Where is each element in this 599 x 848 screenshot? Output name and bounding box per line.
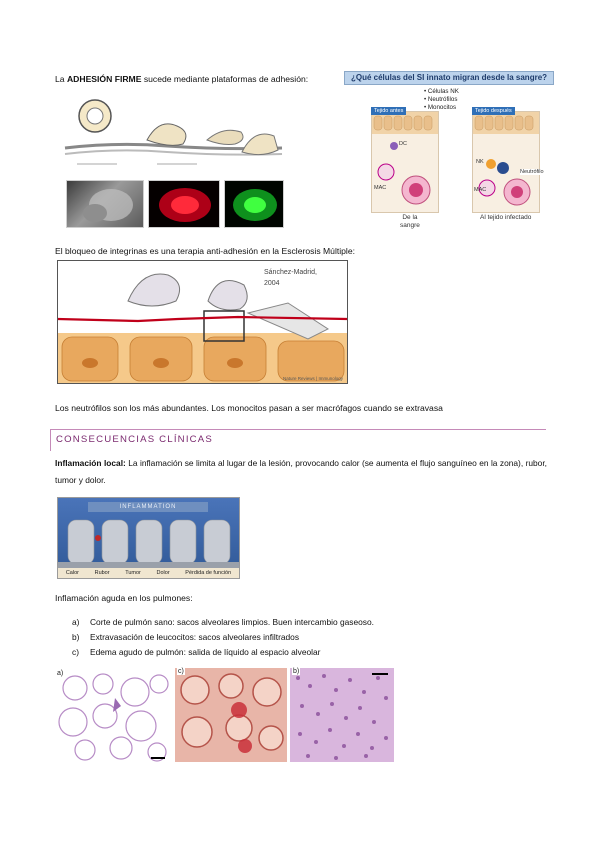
innate-header: ¿Qué células del SI innato migran desde …: [344, 71, 554, 85]
lung-panel-healthy: a): [55, 668, 173, 762]
acute-lung-title: Inflamación aguda en los pulmones:: [55, 593, 193, 603]
label-mac: MAC: [374, 185, 387, 191]
inflammation-statue-image: INFLAMMATION Calor Rubor Tumor Dolor Pér…: [57, 497, 240, 579]
integrin-journal: Nature Reviews | Immunology: [283, 376, 343, 381]
adhesion-text: La ADHESIÓN FIRME sucede mediante plataf…: [55, 74, 309, 84]
label-dc: DC: [399, 141, 407, 147]
statue-label-perdida: Pérdida de función: [185, 570, 232, 576]
local-inflammation-label: Inflamación local:: [55, 458, 126, 468]
label-neutrofilo: Neutrófilo: [520, 169, 544, 175]
statue-label-dolor: Dolor: [156, 570, 170, 576]
green-fluorescence-micrograph: [224, 180, 284, 228]
acute-lung-list: a)Corte de pulmón sano: sacos alveolares…: [72, 616, 374, 658]
statue-label-tumor: Tumor: [125, 570, 141, 576]
caption-to-tissue: Al tejido infectado: [480, 214, 532, 221]
tissue-before-panel: [371, 111, 439, 213]
neutrophils-text: Los neutrófilos son los más abundantes. …: [55, 403, 443, 413]
tag-after: Tejido después: [472, 107, 515, 115]
integrin-diagram: Sánchez-Madrid,2004 Nature Reviews | Imm…: [57, 260, 348, 384]
lung-panel-label-b: b): [292, 668, 301, 675]
red-fluorescence-micrograph: [148, 180, 220, 228]
list-item: c)Edema agudo de pulmón: salida de líqui…: [72, 647, 321, 657]
lung-panel-infiltrated: b): [290, 668, 394, 762]
lung-panel-edema: c): [175, 668, 287, 762]
tissue-after-panel: [472, 111, 540, 213]
statue-labels: Calor Rubor Tumor Dolor Pérdida de funci…: [58, 568, 239, 578]
adhesion-diagram: [64, 99, 283, 165]
section-title: CONSECUENCIAS CLÍNICAS: [56, 434, 214, 445]
statue-banner: INFLAMMATION: [88, 502, 208, 512]
lung-panel-label-c: c): [177, 668, 185, 675]
bullet-monocytes: • Monocitos: [424, 104, 457, 111]
tag-before: Tejido antes: [371, 107, 407, 115]
lung-panel-label-a: a): [57, 670, 64, 677]
sem-micrograph: [66, 180, 144, 228]
statue-label-rubor: Rubor: [94, 570, 110, 576]
list-item: b)Extravasación de leucocitos: sacos alv…: [72, 632, 300, 642]
label-mac2: MAC: [474, 187, 487, 193]
statue-label-calor: Calor: [65, 570, 79, 576]
innate-cells-figure: ¿Qué células del SI innato migran desde …: [344, 71, 554, 236]
section-header-box: CONSECUENCIAS CLÍNICAS: [50, 429, 546, 451]
innate-bullets: • Células NK • Neutrófilos • Monocitos: [424, 88, 459, 112]
integrin-text: El bloqueo de integrinas es una terapia …: [55, 246, 356, 256]
bullet-nk: • Células NK: [424, 88, 459, 95]
list-item: a)Corte de pulmón sano: sacos alveolares…: [72, 617, 374, 627]
integrin-credit: Sánchez-Madrid,2004: [264, 269, 317, 287]
local-inflammation-paragraph: Inflamación local: La inflamación se lim…: [55, 458, 547, 485]
label-nk: NK: [476, 159, 484, 165]
bullet-neutrophils: • Neutrófilos: [424, 96, 458, 103]
